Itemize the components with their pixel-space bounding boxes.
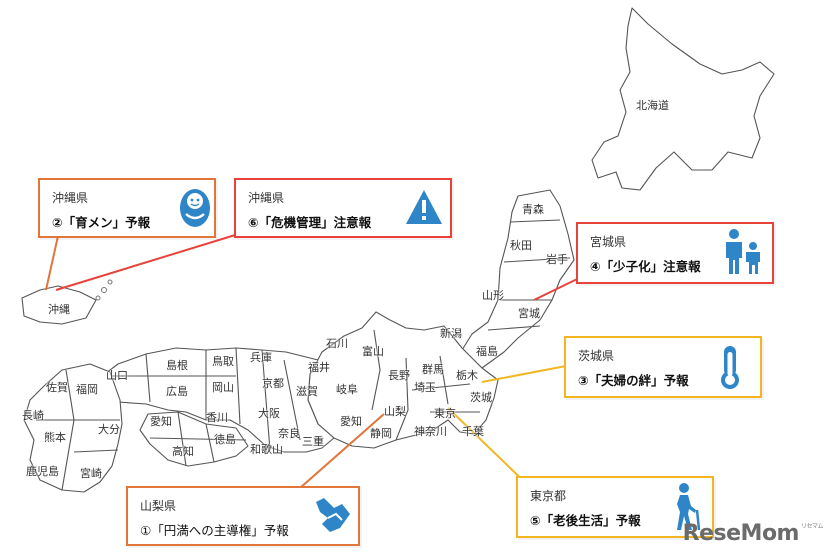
handshake-icon: [316, 498, 350, 532]
kanto-lines: [371, 329, 480, 441]
label-mie: 三重: [302, 435, 324, 448]
label-tochigi: 栃木: [456, 369, 478, 382]
label-miyagi: 宮城: [518, 307, 540, 320]
callout-location: 茨城県: [578, 349, 615, 363]
label-tokyo: 東京: [434, 407, 456, 420]
callout-title: ①「円満への主導権」予報: [140, 523, 289, 538]
island-dot: [107, 279, 113, 285]
label-kanagawa: 神奈川: [414, 425, 447, 438]
label-chiba: 千葉: [462, 425, 484, 438]
baby-icon: [180, 189, 210, 227]
label-shiga: 滋賀: [296, 385, 318, 398]
callout-crisis: 沖縄県 ⑥「危機管理」注意報: [234, 178, 452, 238]
hokkaido-shape: [591, 7, 775, 191]
label-osaka: 大阪: [258, 407, 280, 420]
label-aichi-chubu: 愛知: [340, 415, 362, 428]
callout-couple-bond: 茨城県 ③「夫婦の絆」予報: [564, 336, 762, 398]
callout-title: ⑤「老後生活」予報: [530, 513, 641, 528]
callout-title: ④「少子化」注意報: [590, 259, 701, 274]
label-iwate: 岩手: [546, 253, 568, 266]
label-kumamoto: 熊本: [44, 431, 66, 444]
label-aichi-shikoku: 愛知: [150, 415, 172, 428]
okinawa-shape: [21, 285, 97, 325]
label-aomori: 青森: [522, 203, 544, 216]
label-wakayama: 和歌山: [250, 443, 283, 456]
callout-location: 沖縄県: [52, 191, 89, 205]
connector-okinawa-2: [55, 231, 246, 291]
label-tokushima: 徳島: [214, 433, 236, 446]
label-shizuoka: 静岡: [370, 427, 392, 440]
tohoku-line: [487, 219, 571, 331]
label-saitama: 埼玉: [414, 381, 436, 394]
label-ishikawa: 石川: [326, 337, 348, 350]
label-nara: 奈良: [278, 427, 300, 440]
label-oita: 大分: [98, 423, 120, 436]
shikoku-lines: [149, 411, 247, 467]
callout-birthrate: 宮城県 ④「少子化」注意報: [576, 222, 774, 284]
callout-location: 東京都: [530, 489, 567, 503]
callout-ikumen: 沖縄県 ②「育メン」予報: [38, 178, 216, 238]
label-hiroshima: 広島: [166, 385, 188, 398]
label-okinawa: 沖縄: [48, 303, 70, 316]
label-yamaguchi: 山口: [106, 369, 128, 382]
label-nagasaki: 長崎: [22, 409, 44, 422]
connector-okinawa-1: [45, 235, 59, 291]
kansai-chugoku-shape: [99, 347, 335, 453]
label-nagano: 長野: [388, 369, 410, 382]
connector-ibaraki: [481, 365, 567, 383]
island-dot: [95, 295, 101, 301]
callout-location: 沖縄県: [248, 191, 285, 205]
label-saga: 佐賀: [46, 381, 68, 394]
callout-leadership: 山梨県 ①「円満への主導権」予報: [126, 486, 360, 546]
callout-location: 山梨県: [140, 499, 177, 513]
label-yamanashi: 山梨: [384, 405, 406, 418]
tohoku-shape: [461, 189, 575, 369]
label-okayama: 岡山: [212, 381, 234, 394]
label-kochi: 高知: [172, 445, 194, 458]
kyushu-lines: [36, 369, 120, 491]
label-niigata: 新潟: [440, 327, 462, 340]
label-yamagata: 山形: [482, 289, 504, 302]
parent-child-icon: [726, 229, 760, 274]
label-hokkaido: 北海道: [636, 99, 669, 112]
label-fukushima: 福島: [476, 345, 498, 358]
label-ibaraki: 茨城: [470, 391, 492, 404]
chugoku-lines: [102, 347, 301, 451]
label-hyogo: 兵庫: [250, 351, 272, 364]
label-gifu: 岐阜: [336, 383, 358, 396]
warning-icon: [406, 190, 442, 224]
label-gunma: 群馬: [422, 363, 444, 376]
connector-yamanashi: [299, 413, 385, 489]
callout-title: ⑥「危機管理」注意報: [248, 215, 372, 230]
label-fukui: 福井: [308, 361, 330, 374]
label-shimane: 島根: [166, 359, 188, 372]
thermometer-icon: [721, 346, 739, 389]
label-toyama: 富山: [362, 345, 384, 358]
callout-retirement: 東京都 ⑤「老後生活」予報: [516, 476, 714, 538]
callout-location: 宮城県: [590, 235, 627, 249]
label-kagawa: 香川: [206, 411, 228, 424]
label-fukuoka: 福岡: [76, 383, 98, 396]
elderly-icon: [677, 483, 701, 531]
label-kagoshima: 鹿児島: [26, 465, 59, 478]
label-kyoto: 京都: [262, 377, 284, 390]
callout-title: ③「夫婦の絆」予報: [578, 373, 689, 388]
callout-title: ②「育メン」予報: [52, 215, 151, 230]
label-miyazaki: 宮崎: [80, 467, 102, 480]
label-tottori: 鳥取: [212, 355, 234, 368]
island-dot: [101, 287, 107, 293]
label-akita: 秋田: [510, 239, 532, 252]
